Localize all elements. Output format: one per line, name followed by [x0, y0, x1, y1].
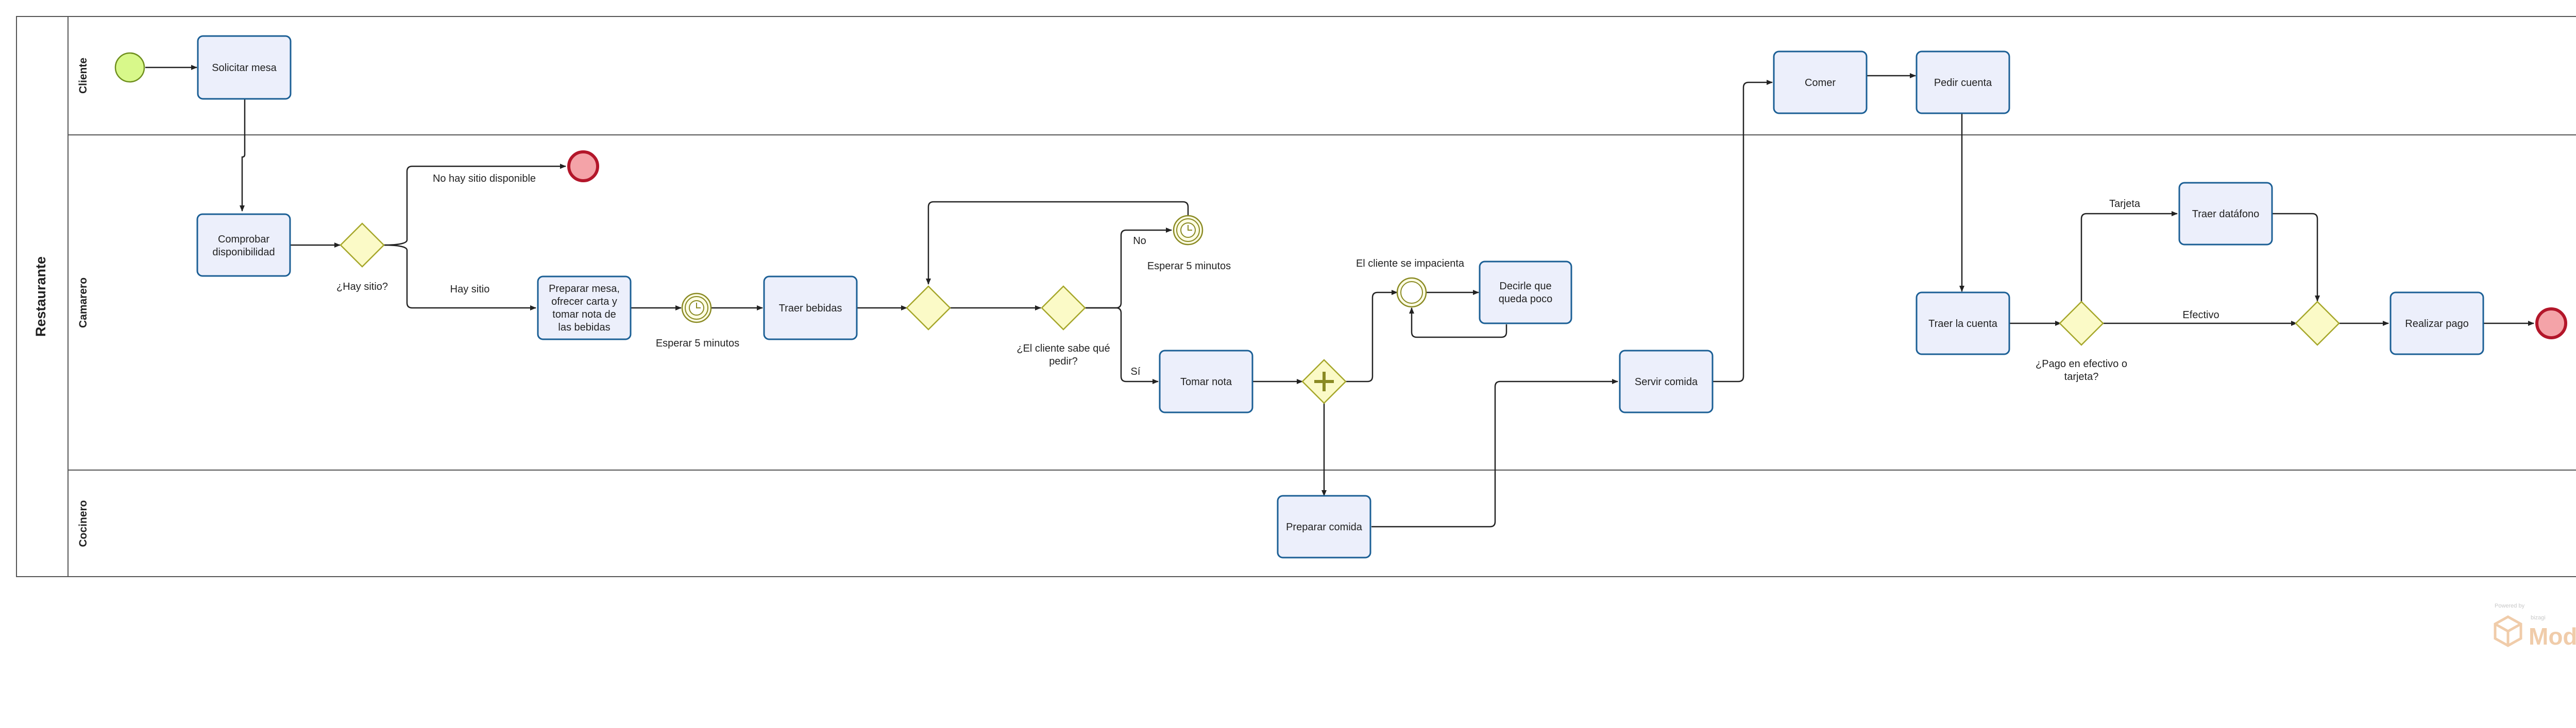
flow-solicitar-to-comprobar: [240, 99, 246, 212]
svg-text:Pedir cuenta: Pedir cuenta: [1934, 77, 1992, 89]
flow-pago-tarjeta: [2080, 211, 2178, 303]
flow-parallel-to-impacienta: [1345, 290, 1398, 383]
labels: ¿Hay sitio? No hay sitio disponible Hay …: [336, 173, 2219, 383]
bizagi-logo-icon: [2494, 615, 2522, 647]
gateway-pago[interactable]: [2059, 301, 2104, 346]
task-comprobar-disponibilidad[interactable]: Comprobar disponibilidad: [196, 213, 291, 277]
gateway-parallel[interactable]: [1301, 359, 1347, 404]
modeler-wordmark: Modeler: [2529, 623, 2576, 650]
svg-text:Preparar comida: Preparar comida: [1286, 522, 1363, 533]
task-servir-comida[interactable]: Servir comida: [1619, 350, 1714, 413]
flow-servir-to-comer: [1713, 80, 1773, 383]
task-traer-datafono[interactable]: Traer datáfono: [2178, 182, 2273, 246]
flow-gateway-hay-sitio: [382, 244, 536, 310]
flow-decision-si: [1084, 307, 1159, 384]
task-traer-la-cuenta[interactable]: Traer la cuenta: [1916, 291, 2010, 355]
task-preparar-mesa[interactable]: Preparar mesa, ofrecer carta y tomar not…: [537, 275, 632, 340]
event-label-esperar-2: Esperar 5 minutos: [1147, 261, 1231, 272]
edge-label-no: No: [1133, 235, 1146, 247]
powered-by-text: Powered by: [2495, 603, 2525, 609]
lane-title-cliente: Cliente: [77, 58, 89, 94]
flow-decirle-loop: [1409, 307, 1507, 338]
branding-watermark: Powered by bizagi Modeler: [2494, 603, 2576, 650]
svg-text:Realizar pago: Realizar pago: [2405, 318, 2468, 330]
gateway-merge-pago[interactable]: [2295, 301, 2340, 346]
gateway-merge-espera[interactable]: [906, 285, 951, 331]
event-label-impacienta: El cliente se impacienta: [1356, 258, 1465, 269]
gateways: [340, 222, 2340, 404]
timer-event-esperar-2[interactable]: [1173, 215, 1204, 246]
gateway-label-cliente-sabe-2: pedir?: [1049, 356, 1078, 367]
timer-event-esperar-1[interactable]: [681, 292, 712, 323]
task-pedir-cuenta[interactable]: Pedir cuenta: [1916, 50, 2010, 114]
event-label-esperar-1: Esperar 5 minutos: [656, 338, 739, 349]
svg-text:Traer la cuenta: Traer la cuenta: [1928, 318, 1998, 330]
svg-text:queda poco: queda poco: [1499, 293, 1553, 305]
edge-label-tarjeta: Tarjeta: [2109, 198, 2141, 210]
edge-label-si: Sí: [1131, 366, 1141, 377]
gateway-label-pago-1: ¿Pago en efectivo o: [2036, 358, 2127, 370]
intermediate-event-impacienta[interactable]: [1396, 277, 1427, 308]
task-decirle-queda-poco[interactable]: Decirle que queda poco: [1479, 261, 1572, 324]
task-preparar-comida[interactable]: Preparar comida: [1277, 495, 1371, 559]
pool: Restaurante Cliente Camarero Cocinero: [16, 16, 2576, 577]
svg-text:Solicitar mesa: Solicitar mesa: [212, 62, 277, 74]
gateway-cliente-sabe[interactable]: [1041, 285, 1086, 331]
end-event-pago[interactable]: [2535, 307, 2567, 339]
brand-text: bizagi: [2531, 615, 2546, 621]
gateway-hay-sitio[interactable]: [340, 222, 385, 268]
lane-title-camarero: Camarero: [77, 278, 89, 328]
svg-text:Decirle que: Decirle que: [1499, 281, 1551, 292]
task-comer[interactable]: Comer: [1773, 50, 1868, 114]
edge-label-efectivo: Efectivo: [2182, 309, 2219, 321]
flow-cocina-to-servir: [1371, 379, 1618, 528]
svg-text:Traer bebidas: Traer bebidas: [779, 303, 842, 314]
flow-gateway-no-sitio: [382, 164, 566, 246]
svg-text:ofrecer carta y: ofrecer carta y: [551, 296, 617, 307]
task-traer-bebidas[interactable]: Traer bebidas: [763, 275, 858, 340]
pool-border: [16, 16, 2576, 577]
end-event-no-sitio[interactable]: [567, 150, 599, 182]
flow-timer2-loop: [926, 201, 1189, 285]
gateway-label-pago-2: tarjeta?: [2064, 371, 2099, 383]
flow-datafono-to-merge: [2272, 213, 2320, 302]
tasks: Solicitar mesa Comprobar disponibilidad …: [196, 35, 2484, 559]
svg-text:Tomar nota: Tomar nota: [1180, 376, 1232, 388]
svg-text:Traer datáfono: Traer datáfono: [2192, 209, 2259, 220]
svg-text:Comprobar: Comprobar: [218, 234, 269, 245]
svg-text:disponibilidad: disponibilidad: [212, 247, 275, 258]
lane-title-cocinero: Cocinero: [77, 500, 89, 547]
svg-text:Comer: Comer: [1805, 77, 1836, 89]
events: [114, 52, 2567, 339]
start-event[interactable]: [114, 52, 145, 83]
svg-text:Preparar mesa,: Preparar mesa,: [549, 283, 620, 294]
svg-text:tomar nota de: tomar nota de: [552, 309, 616, 320]
gateway-label-hay-sitio: ¿Hay sitio?: [336, 281, 388, 292]
task-solicitar-mesa[interactable]: Solicitar mesa: [197, 35, 292, 100]
task-tomar-nota[interactable]: Tomar nota: [1159, 350, 1253, 413]
pool-title: Restaurante: [33, 256, 48, 337]
task-realizar-pago[interactable]: Realizar pago: [2389, 291, 2484, 355]
edge-label-hay-sitio: Hay sitio: [450, 284, 490, 295]
sequence-flows: [145, 65, 2534, 528]
edge-label-no-hay-sitio: No hay sitio disponible: [433, 173, 536, 184]
svg-text:Servir comida: Servir comida: [1635, 376, 1698, 388]
svg-text:las bebidas: las bebidas: [558, 322, 610, 333]
plus-icon: [1314, 372, 1334, 391]
gateway-label-cliente-sabe-1: ¿El cliente sabe qué: [1016, 343, 1110, 354]
